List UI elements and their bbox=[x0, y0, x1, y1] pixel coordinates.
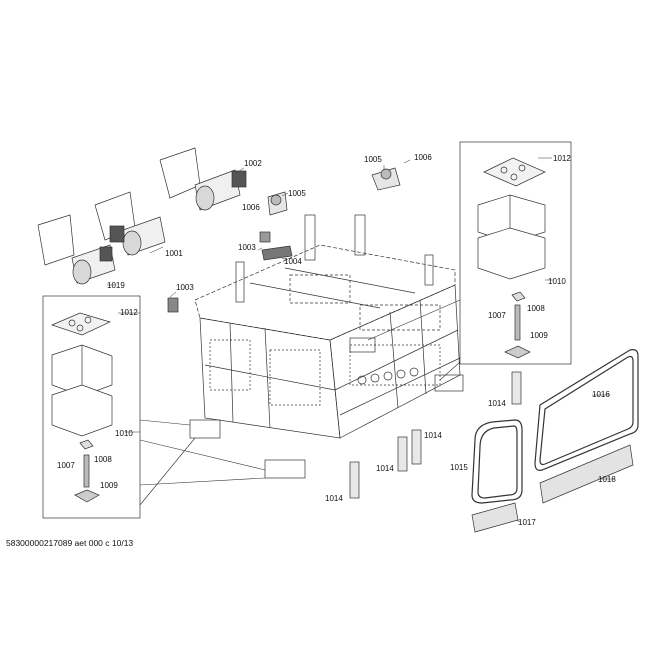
callout-1014-c: 1014 bbox=[376, 464, 394, 473]
grille-1017 bbox=[471, 502, 519, 533]
blower-fans bbox=[37, 147, 247, 285]
callout-1017: 1017 bbox=[518, 518, 536, 527]
callout-1014-b: 1014 bbox=[424, 431, 442, 440]
callout-1018: 1018 bbox=[598, 475, 616, 484]
right-detail-box bbox=[459, 141, 572, 365]
callout-1003-top: 1003 bbox=[238, 243, 256, 252]
callout-1009-right: 1009 bbox=[530, 331, 548, 340]
rack-1015 bbox=[471, 419, 523, 504]
callout-1008-right: 1008 bbox=[527, 304, 545, 313]
callout-1003-left: 1003 bbox=[176, 283, 194, 292]
callout-1007-right: 1007 bbox=[488, 311, 506, 320]
document-id: 58300000217089 aet 000 c 10/13 bbox=[6, 538, 134, 548]
callout-1010-left: 1010 bbox=[115, 429, 133, 438]
fan-1019 bbox=[71, 244, 116, 285]
callout-1006-top: 1006 bbox=[414, 153, 432, 162]
callout-1004: 1004 bbox=[284, 257, 302, 266]
callout-1005-top: 1005 bbox=[364, 155, 382, 164]
callout-1007-left: 1007 bbox=[57, 461, 75, 470]
fan-1001 bbox=[109, 216, 166, 256]
callout-1012-right: 1012 bbox=[553, 154, 571, 163]
callout-1005-mid: 1005 bbox=[288, 189, 306, 198]
fan-1002 bbox=[194, 169, 247, 211]
left-detail-box bbox=[42, 295, 141, 519]
callout-1010-right: 1010 bbox=[548, 277, 566, 286]
callout-labels: 1001 1002 1003 1003 1004 1005 1005 1006 … bbox=[57, 153, 616, 527]
callout-1014-a: 1014 bbox=[488, 399, 506, 408]
callout-leaders bbox=[107, 157, 614, 523]
callout-1008-left: 1008 bbox=[94, 455, 112, 464]
callout-1006-mid: 1006 bbox=[242, 203, 260, 212]
rack-1016 bbox=[534, 349, 639, 471]
shelf-supports bbox=[349, 371, 522, 499]
callout-1009-left: 1009 bbox=[100, 481, 118, 490]
callout-1016: 1016 bbox=[592, 390, 610, 399]
leader-lines bbox=[139, 299, 461, 506]
small-parts bbox=[167, 167, 401, 313]
callout-1012-left: 1012 bbox=[120, 308, 138, 317]
callout-1015: 1015 bbox=[450, 463, 468, 472]
grille-1018 bbox=[539, 444, 634, 504]
callout-1001: 1001 bbox=[165, 249, 183, 258]
callout-1019: 1019 bbox=[107, 281, 125, 290]
callout-1014-d: 1014 bbox=[325, 494, 343, 503]
main-chassis bbox=[189, 214, 464, 479]
callout-1002: 1002 bbox=[244, 159, 262, 168]
